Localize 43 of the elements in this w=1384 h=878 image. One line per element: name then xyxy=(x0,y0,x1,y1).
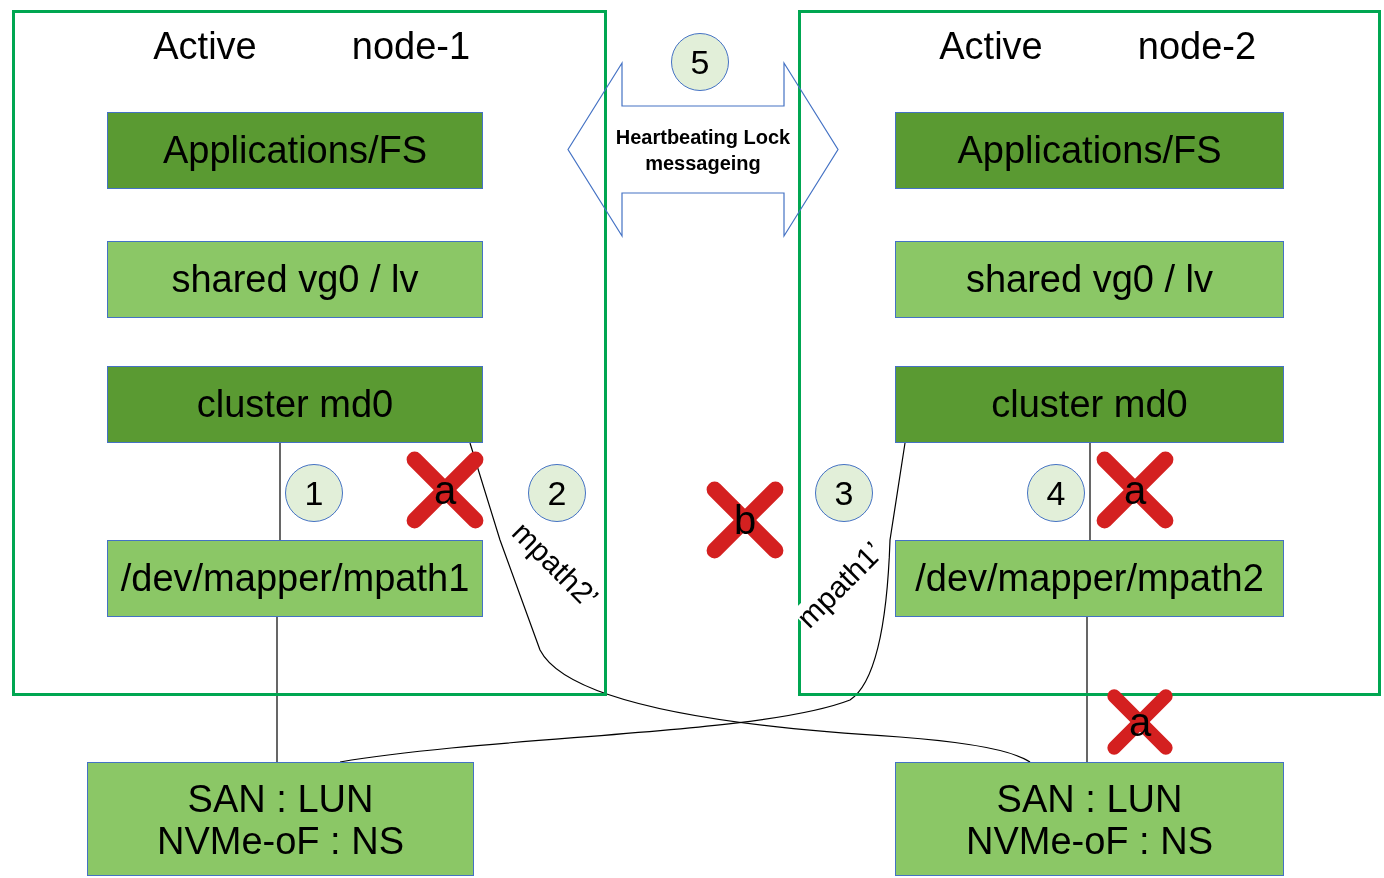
layer-box xyxy=(895,112,1284,189)
layer-label: cluster md0 xyxy=(196,383,394,426)
step-number: 4 xyxy=(1027,464,1085,522)
mark-letter: a xyxy=(1128,702,1152,742)
step-number: 5 xyxy=(671,33,729,91)
connector-line xyxy=(1086,616,1088,763)
node-title: node-1 xyxy=(351,25,471,68)
layer-box xyxy=(895,241,1284,318)
step-number: 1 xyxy=(285,464,343,522)
layer-label: Applications/FS xyxy=(163,129,427,172)
layer-label: cluster md0 xyxy=(991,383,1188,426)
layer-box xyxy=(107,112,483,189)
layer-label: /dev/mapper/mpath1 xyxy=(120,557,470,600)
layer-box xyxy=(895,540,1284,617)
connector-line xyxy=(469,442,1031,763)
step-number: 2 xyxy=(528,464,586,522)
layer-box xyxy=(107,241,483,318)
layer-box xyxy=(107,540,483,617)
mark-letter: a xyxy=(1123,470,1147,510)
layer-label: Applications/FS xyxy=(957,129,1222,172)
storage-label: NVMe-oF : NS xyxy=(156,820,404,863)
storage-label: SAN : LUN xyxy=(996,779,1183,821)
layer-label: shared vg0 / lv xyxy=(171,258,419,301)
layer-label: shared vg0 / lv xyxy=(965,258,1214,301)
connector-line xyxy=(279,442,281,541)
storage-box xyxy=(87,762,474,876)
storage-label: NVMe-oF : NS xyxy=(965,820,1213,863)
storage-box xyxy=(895,762,1284,876)
step-number: 3 xyxy=(815,464,873,522)
storage-label: SAN : LUN xyxy=(187,779,374,821)
mark-letter: a xyxy=(433,470,457,510)
connector-line xyxy=(276,616,278,763)
arrow-label: Heartbeating Lock messageing xyxy=(614,124,792,176)
layer-box xyxy=(107,366,483,443)
mark-letter: b xyxy=(733,500,757,540)
node-title: Active xyxy=(939,25,1043,68)
connector-line xyxy=(1089,442,1091,541)
node-title: node-2 xyxy=(1137,25,1257,68)
cluster-node-frame xyxy=(12,10,607,696)
layer-box xyxy=(895,366,1284,443)
cluster-node-frame xyxy=(798,10,1381,696)
node-title: Active xyxy=(153,25,257,68)
layer-label: /dev/mapper/mpath2 xyxy=(915,557,1264,600)
